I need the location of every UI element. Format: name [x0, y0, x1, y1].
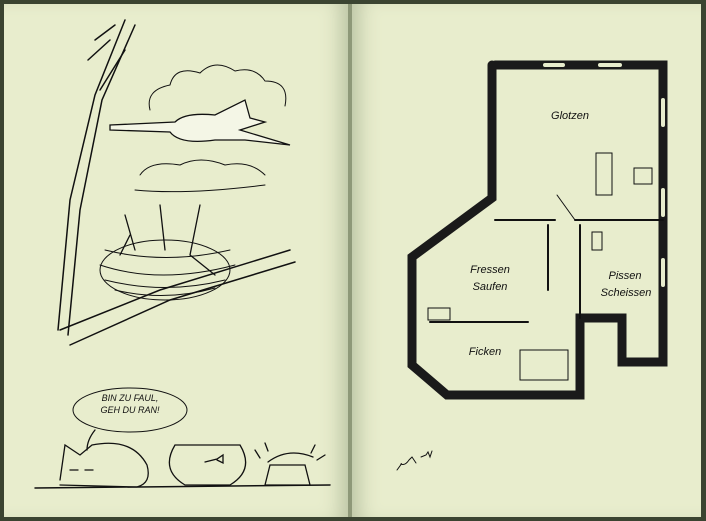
left-page [4, 4, 349, 517]
room-label-scheissen: Scheissen [600, 287, 652, 299]
speech-line-1: BIN ZU FAUL, [101, 393, 159, 403]
signature [396, 450, 433, 471]
cat-sketch [59, 429, 149, 488]
book-gutter [348, 4, 352, 517]
bed [519, 349, 569, 381]
room-label-fressen: Fressen [470, 264, 510, 276]
speech-bubble [72, 387, 188, 433]
speech-line-2: GEH DU RAN! [100, 405, 160, 415]
speech-bubble-text: BIN ZU FAUL, GEH DU RAN! [80, 392, 180, 416]
exterior-walls [407, 60, 668, 400]
room-label-ficken: Ficken [468, 346, 502, 358]
fishbowl-sketch [168, 444, 247, 486]
room-label-pissen: Pissen [608, 270, 642, 282]
floor-plan [407, 60, 668, 400]
tv [633, 167, 653, 185]
clouds-sketch [134, 64, 287, 193]
airplane-sketch [109, 99, 291, 146]
ringing-phone-sketch [254, 442, 326, 486]
room-label-saufen: Saufen [472, 281, 508, 293]
room-label-glotzen: Glotzen [551, 110, 589, 122]
toilet [591, 231, 603, 251]
interior-walls [429, 219, 664, 323]
floor-line [34, 484, 331, 489]
nest-with-planes-sketch [99, 204, 236, 301]
kitchen-counter [427, 307, 451, 321]
window-frame-sketch [57, 19, 296, 346]
sofa [595, 152, 613, 196]
